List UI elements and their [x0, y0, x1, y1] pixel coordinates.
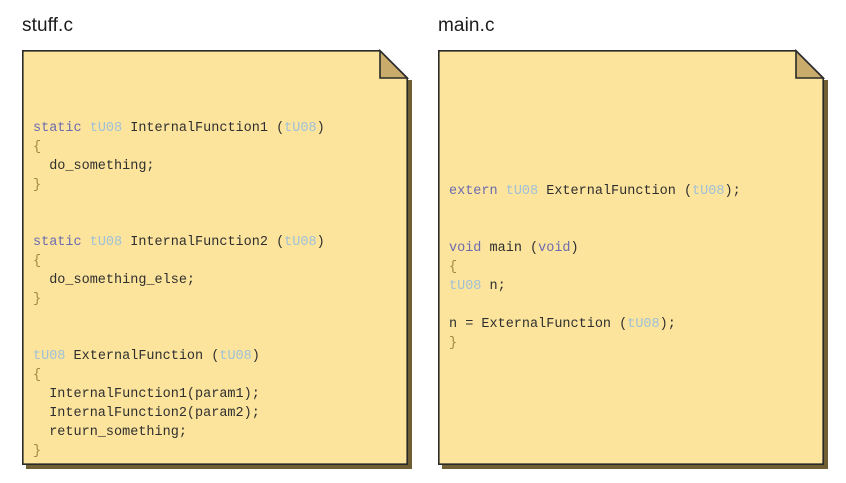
code-token: extern	[449, 183, 498, 199]
code-line: {	[33, 252, 402, 271]
code-token: do_something;	[33, 158, 155, 174]
code-line: }	[449, 334, 818, 353]
code-line: return_something;	[33, 423, 402, 442]
code-line: void main (void)	[449, 239, 818, 258]
code-token: tU08	[692, 183, 725, 199]
card-shadow-right	[408, 80, 412, 469]
code-line	[449, 220, 818, 239]
code-token: tU08	[89, 234, 123, 250]
file-card-main-c[interactable]: extern tU08 ExternalFunction (tU08); voi…	[438, 48, 828, 469]
code-token: InternalFunction2	[130, 234, 268, 250]
code-token: tU08	[219, 348, 252, 364]
code-line: {	[449, 258, 818, 277]
code-token: (	[675, 183, 693, 199]
code-line: tU08 n;	[449, 277, 818, 296]
code-line	[33, 328, 402, 347]
code-token: {	[449, 259, 458, 275]
code-line	[33, 195, 402, 214]
code-token: }	[33, 177, 42, 193]
code-line	[33, 309, 402, 328]
code-token: (	[267, 120, 285, 136]
code-line: tU08 ExternalFunction (tU08)	[33, 347, 402, 366]
code-line: InternalFunction1(param1);	[33, 385, 402, 404]
code-token: InternalFunction1(param1);	[33, 386, 260, 402]
code-token: tU08	[284, 234, 317, 250]
code-block-stuff-c: static tU08 InternalFunction1 (tU08){ do…	[33, 119, 402, 461]
code-token: static	[33, 120, 82, 136]
code-line: do_something;	[33, 157, 402, 176]
code-token: )	[316, 120, 325, 136]
code-token	[65, 349, 73, 364]
code-token: )	[251, 348, 260, 364]
code-token: void	[449, 240, 482, 256]
file-title-main-c: main.c	[438, 15, 495, 36]
code-token: main	[489, 240, 522, 256]
code-token: (	[203, 348, 220, 364]
code-token: }	[449, 335, 458, 351]
code-token: tU08	[627, 316, 660, 332]
code-token: )	[316, 234, 325, 250]
file-card-stuff-c[interactable]: static tU08 InternalFunction1 (tU08){ do…	[22, 48, 412, 469]
code-line: {	[33, 366, 402, 385]
code-token: {	[33, 139, 42, 155]
code-token: n = ExternalFunction (	[449, 316, 628, 332]
code-line: extern tU08 ExternalFunction (tU08);	[449, 182, 818, 201]
code-token: )	[570, 240, 579, 256]
code-line: InternalFunction2(param2);	[33, 404, 402, 423]
code-token: n;	[481, 278, 506, 294]
code-line: static tU08 InternalFunction1 (tU08)	[33, 119, 402, 138]
code-block-main-c: extern tU08 ExternalFunction (tU08); voi…	[449, 182, 818, 353]
code-token: );	[659, 316, 676, 332]
code-token: InternalFunction1	[130, 120, 268, 136]
code-token: return_something;	[33, 424, 187, 440]
code-token: (	[521, 240, 539, 256]
code-token: tU08	[505, 183, 539, 199]
code-line: }	[33, 290, 402, 309]
code-token: ExternalFunction	[73, 348, 204, 364]
file-title-stuff-c: stuff.c	[22, 15, 74, 36]
code-token: );	[724, 183, 741, 199]
code-token: do_something_else;	[33, 272, 196, 288]
code-token	[82, 121, 90, 136]
code-token: tU08	[89, 120, 123, 136]
code-token: InternalFunction2(param2);	[33, 405, 260, 421]
code-line	[449, 201, 818, 220]
code-token: tU08	[449, 278, 482, 294]
code-token: tU08	[33, 348, 66, 364]
code-token: static	[33, 234, 82, 250]
card-shadow-bottom	[442, 465, 828, 469]
code-token: {	[33, 253, 42, 269]
code-line: {	[33, 138, 402, 157]
code-token	[498, 184, 506, 199]
code-token	[82, 235, 90, 250]
code-line: }	[33, 442, 402, 461]
code-token: }	[33, 291, 42, 307]
code-token: (	[267, 234, 285, 250]
code-line: do_something_else;	[33, 271, 402, 290]
card-shadow-bottom	[26, 465, 412, 469]
code-line	[33, 214, 402, 233]
code-line: static tU08 InternalFunction2 (tU08)	[33, 233, 402, 252]
code-line: }	[33, 176, 402, 195]
code-token	[481, 241, 489, 256]
card-shadow-right	[824, 80, 828, 469]
code-token: }	[33, 443, 42, 459]
code-line: n = ExternalFunction (tU08);	[449, 315, 818, 334]
code-token: tU08	[284, 120, 317, 136]
code-token: void	[538, 240, 571, 256]
code-token: {	[33, 367, 42, 383]
code-token: ExternalFunction	[546, 183, 676, 199]
code-line	[449, 296, 818, 315]
